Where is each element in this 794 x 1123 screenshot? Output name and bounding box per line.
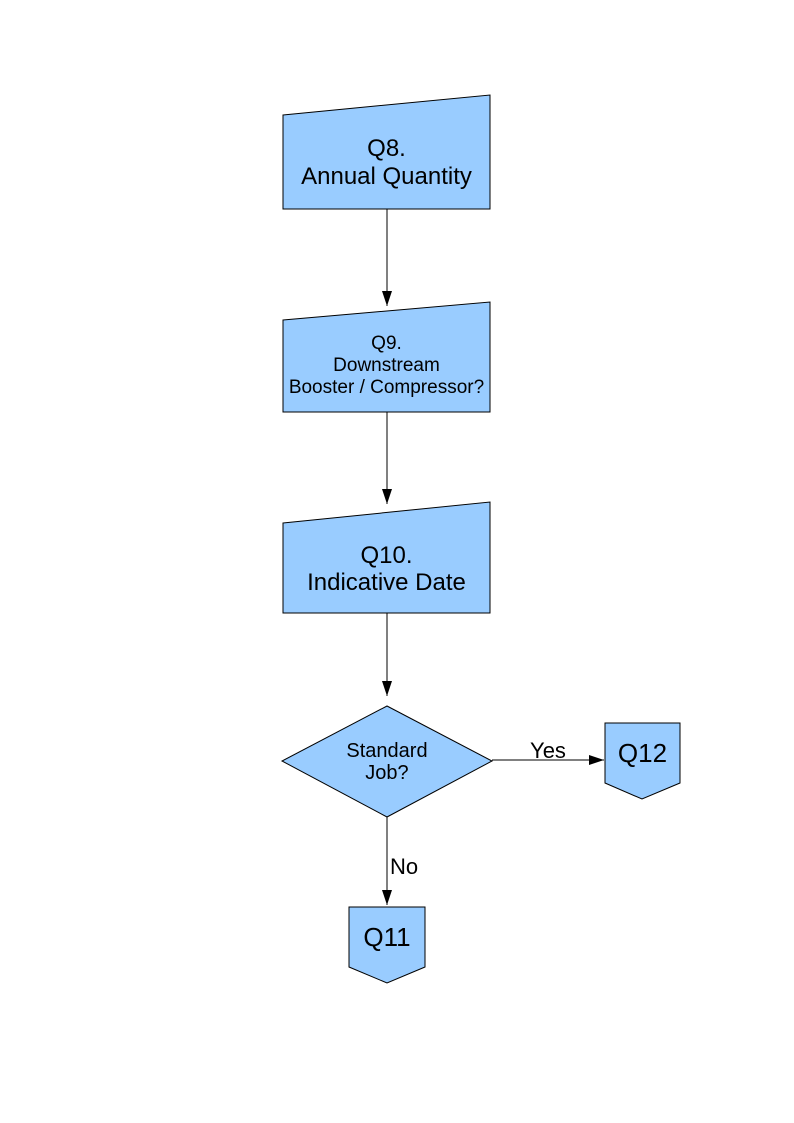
q8-manual-input-shape xyxy=(282,94,491,210)
decision-diamond-shape xyxy=(280,705,494,818)
q9-manual-input-shape xyxy=(282,301,491,413)
q10-manual-input-shape xyxy=(282,501,491,614)
q11-offpage-connector-shape xyxy=(348,906,426,984)
q12-offpage-connector-shape xyxy=(604,722,681,800)
